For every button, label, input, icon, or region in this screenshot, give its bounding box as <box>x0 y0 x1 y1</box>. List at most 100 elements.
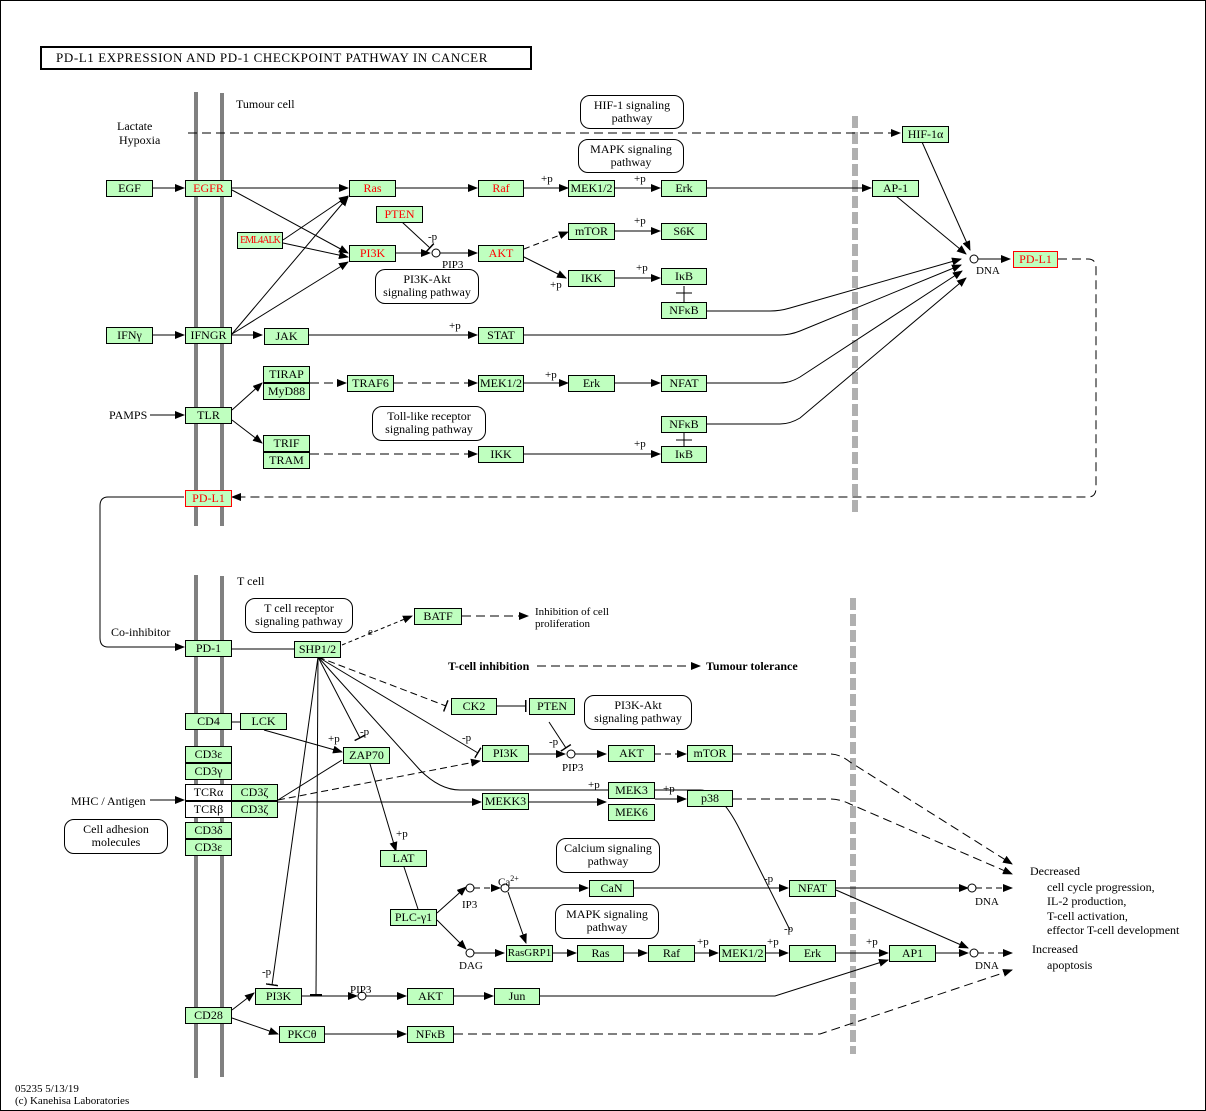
node-pkc-theta[interactable]: PKCθ <box>279 1026 325 1043</box>
node-cd3z-lower[interactable]: CD3ζ <box>231 801 278 818</box>
node-can[interactable]: CaN <box>589 880 634 897</box>
node-shp12[interactable]: SHP1/2 <box>294 641 341 658</box>
node-cd3d[interactable]: CD3δ <box>185 822 232 839</box>
node-mtor-tcell[interactable]: mTOR <box>687 745 733 762</box>
node-erk-tumour[interactable]: Erk <box>661 180 707 197</box>
node-mtor-tumour[interactable]: mTOR <box>568 223 615 240</box>
node-stat[interactable]: STAT <box>478 327 524 344</box>
plus-p-label: +p <box>634 173 646 185</box>
node-zap70[interactable]: ZAP70 <box>343 747 390 764</box>
node-hif1a[interactable]: HIF-1α <box>902 126 949 143</box>
node-pi3k-tumour[interactable]: PI3K <box>349 245 396 262</box>
dna-label: DNA <box>975 896 999 908</box>
plus-p-label: +p <box>634 215 646 227</box>
node-ifng[interactable]: IFNγ <box>106 327 153 344</box>
node-cd3g[interactable]: CD3γ <box>185 763 232 780</box>
node-raf-tumour[interactable]: Raf <box>478 180 524 197</box>
node-ras-tcell[interactable]: Ras <box>577 945 624 962</box>
node-erk-tcell[interactable]: Erk <box>789 945 836 962</box>
node-nfkb-tcell[interactable]: NFκB <box>407 1026 454 1043</box>
node-lck[interactable]: LCK <box>240 713 287 730</box>
node-ikb-tumour[interactable]: IκB <box>661 268 707 285</box>
increased-label: Increased <box>1032 942 1078 956</box>
node-ras-tumour[interactable]: Ras <box>349 180 396 197</box>
co-inhibitor-label: Co-inhibitor <box>111 625 171 639</box>
node-tirap[interactable]: TIRAP <box>263 366 310 383</box>
node-cd3e-lower[interactable]: CD3ε <box>185 839 232 856</box>
node-jak[interactable]: JAK <box>264 328 309 345</box>
node-nfat-tcell[interactable]: NFAT <box>789 880 836 897</box>
plus-p-label: +p <box>634 438 646 450</box>
node-tlr[interactable]: TLR <box>185 407 232 424</box>
node-mek6[interactable]: MEK6 <box>608 804 655 821</box>
node-traf6[interactable]: TRAF6 <box>347 375 394 392</box>
node-egf[interactable]: EGF <box>106 180 153 197</box>
node-pi3k-cd28[interactable]: PI3K <box>255 988 302 1005</box>
pip3-label: PIP3 <box>350 984 372 996</box>
node-ap1-tcell[interactable]: AP1 <box>889 945 936 962</box>
node-pd1[interactable]: PD-1 <box>185 640 232 657</box>
node-mekk3[interactable]: MEKK3 <box>482 793 529 810</box>
node-lat[interactable]: LAT <box>380 850 427 867</box>
node-pdl1-membrane[interactable]: PD-L1 <box>185 490 232 507</box>
node-ap1-tumour[interactable]: AP-1 <box>872 180 919 197</box>
tumour-tolerance-label: Tumour tolerance <box>706 659 798 673</box>
node-s6k[interactable]: S6K <box>661 223 707 240</box>
node-trif[interactable]: TRIF <box>263 435 310 452</box>
decreased-item-1: cell cycle progression, <box>1047 880 1155 894</box>
node-eml4alk[interactable]: EML4ALK <box>237 232 283 249</box>
node-mek12-tlr[interactable]: MEK1/2 <box>478 375 524 392</box>
pip3-label: PIP3 <box>442 259 464 271</box>
plus-p-label: +p <box>866 936 878 948</box>
node-nfat-tlr[interactable]: NFAT <box>661 375 707 392</box>
node-mek3[interactable]: MEK3 <box>608 782 655 799</box>
membrane-tumour <box>194 92 224 526</box>
node-jun[interactable]: Jun <box>494 988 540 1005</box>
node-cd3z-upper[interactable]: CD3ζ <box>231 784 278 801</box>
node-cd3e-upper[interactable]: CD3ε <box>185 746 232 763</box>
node-ikk-tumour[interactable]: IKK <box>568 270 615 287</box>
node-akt-tcell[interactable]: AKT <box>608 745 655 762</box>
node-tcrb[interactable]: TCRβ <box>185 801 232 818</box>
node-ikb-tlr[interactable]: IκB <box>661 446 707 463</box>
node-batf[interactable]: BATF <box>414 608 462 625</box>
node-mek12-tcell[interactable]: MEK1/2 <box>719 945 766 962</box>
tcell-inhibition-label: T-cell inhibition <box>448 659 530 673</box>
node-ikk-tlr[interactable]: IKK <box>478 446 524 463</box>
node-tram[interactable]: TRAM <box>263 452 310 469</box>
node-akt-cd28[interactable]: AKT <box>407 988 454 1005</box>
node-erk-tlr[interactable]: Erk <box>568 375 615 392</box>
node-p38[interactable]: p38 <box>687 790 733 807</box>
node-cd4[interactable]: CD4 <box>185 713 232 730</box>
node-akt-tumour[interactable]: AKT <box>478 245 524 262</box>
minus-p-label: -p <box>462 732 472 744</box>
node-rasgrp1[interactable]: RasGRP1 <box>506 945 553 962</box>
node-tcra[interactable]: TCRα <box>185 784 232 801</box>
node-pten-tumour[interactable]: PTEN <box>376 206 423 223</box>
minus-p-label: -p <box>428 231 438 243</box>
node-nfkb-tumour[interactable]: NFκB <box>661 302 707 319</box>
node-myd88[interactable]: MyD88 <box>263 383 310 400</box>
node-pdl1-expressed[interactable]: PD-L1 <box>1013 251 1058 268</box>
node-nfkb-tlr[interactable]: NFκB <box>661 416 707 433</box>
minus-p-label: -p <box>549 736 559 748</box>
node-plc-gamma1[interactable]: PLC-γ1 <box>390 909 437 926</box>
node-raf-tcell[interactable]: Raf <box>648 945 695 962</box>
node-pten-tcell[interactable]: PTEN <box>529 698 575 715</box>
node-ck2[interactable]: CK2 <box>451 698 497 715</box>
node-pi3k-tcell[interactable]: PI3K <box>482 745 529 762</box>
e-label: e <box>368 626 373 638</box>
node-cd28[interactable]: CD28 <box>185 1007 232 1024</box>
node-mek12-tumour[interactable]: MEK1/2 <box>568 180 615 197</box>
node-ifngr[interactable]: IFNGR <box>185 327 232 344</box>
node-egfr[interactable]: EGFR <box>185 180 232 197</box>
